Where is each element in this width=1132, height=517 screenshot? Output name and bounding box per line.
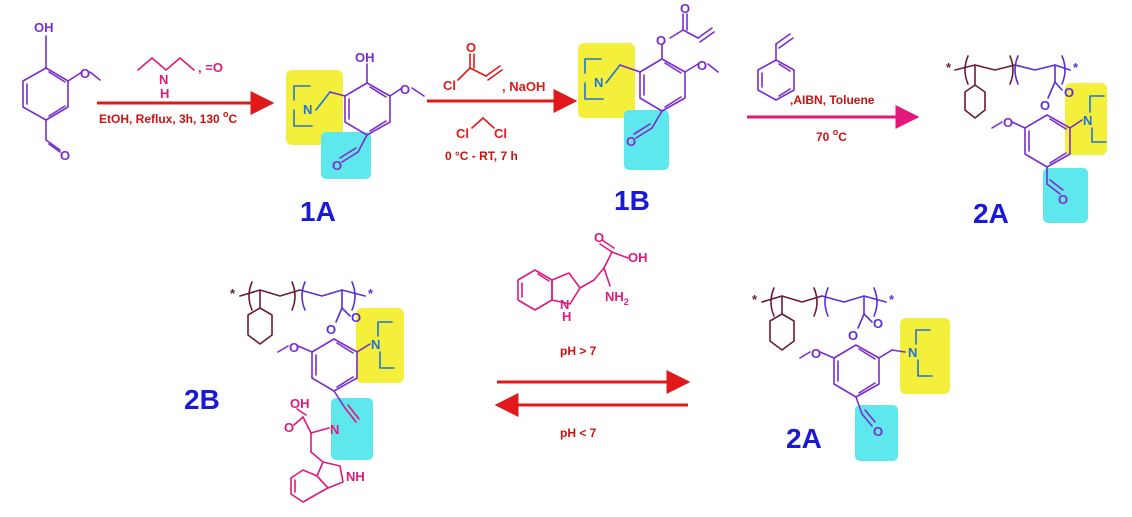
compound-2a-top-label: 2A	[973, 198, 1009, 229]
vanillin-aldehyde-oxygen: O	[60, 148, 70, 163]
chain-end-star-right-2b: *	[368, 286, 374, 301]
methoxy-oxygen-1a: O	[400, 82, 410, 97]
step2-conditions: 0 °C - RT, 7 h	[445, 149, 518, 163]
ester-oxygen-2a-top: O	[1040, 98, 1050, 113]
carbonyl-oxygen-2b: O	[351, 310, 361, 325]
trp-hydroxyl: OH	[628, 250, 648, 265]
chain-end-star-left-2b: *	[230, 286, 236, 301]
aldehyde-oxygen-2a-top: O	[1058, 192, 1068, 207]
carbonyl-oxygen-2a-top: O	[1064, 85, 1074, 100]
compound-1b-structure: N O O O O	[578, 1, 719, 170]
step1-conditions: EtOH, Reflux, 3h, 130 oC	[99, 109, 238, 126]
carbonyl-oxygen-2a-bottom: O	[873, 316, 883, 331]
imine-highlight-2b	[331, 398, 373, 460]
chain-end-star-right-2a-bottom: *	[889, 292, 895, 307]
step3-conditions-top: ,AIBN, Toluene	[790, 93, 875, 107]
acid-carbonyl-oxygen-2b: O	[284, 420, 294, 435]
methoxy-oxygen-2a-top: O	[1003, 115, 1013, 130]
styrene-structure	[757, 33, 795, 101]
diethylamine-hydrogen: H	[160, 86, 169, 101]
carbonyl-oxygen-1b: O	[680, 1, 690, 16]
amine-nitrogen-1a: N	[303, 102, 312, 117]
dichloromethane: Cl Cl	[456, 117, 507, 141]
amine-nitrogen-2b: N	[371, 337, 380, 352]
polymer-2b-structure: * * O O N O N OH O	[230, 281, 404, 503]
compound-1a-label: 1A	[300, 196, 336, 227]
step3-conditions-bottom: 70 oC	[816, 127, 847, 144]
aldehyde-oxygen-1b: O	[626, 134, 636, 149]
tryptophan-structure: H N O OH NH2	[517, 230, 648, 324]
indole-nh-2b: NH	[346, 469, 365, 484]
amine-nitrogen-2a-bottom: N	[908, 345, 917, 360]
vanillin-hydroxyl: OH	[34, 20, 54, 35]
forward-condition: pH > 7	[560, 344, 597, 358]
imine-nitrogen-2b: N	[330, 422, 339, 437]
ester-oxygen-1b: O	[656, 33, 666, 48]
vanillin-structure: OH O O	[22, 20, 101, 163]
methoxy-oxygen-2b: O	[289, 340, 299, 355]
formaldehyde-label: , =O	[198, 60, 223, 75]
compound-2b-label: 2B	[184, 384, 220, 415]
diethylamine-nitrogen: N	[159, 72, 168, 87]
amine-highlight-2a-bottom	[900, 318, 950, 394]
amine-highlight-2b	[356, 308, 404, 383]
acid-hydroxyl-2b: OH	[290, 396, 310, 411]
aldehyde-highlight-1b	[624, 110, 669, 170]
step1-reagents: N H , =O	[137, 57, 223, 101]
compound-1b-label: 1B	[614, 185, 650, 216]
indole-nh-trp: H	[562, 309, 571, 324]
amine-nitrogen-1b: N	[594, 75, 603, 90]
ester-oxygen-2b: O	[326, 322, 336, 337]
vanillin-methoxy-oxygen: O	[80, 66, 90, 81]
acryloyl-chloride-oxygen: O	[466, 40, 476, 55]
compound-1a-structure: N OH O O	[286, 50, 425, 179]
amine-highlight-1b	[578, 43, 635, 118]
amine-nitrogen-2a-top: N	[1083, 113, 1092, 128]
compound-2a-bottom-label: 2A	[786, 423, 822, 454]
polymer-2a-bottom-structure: * * O O N O O	[752, 287, 950, 461]
aldehyde-highlight-2a-top	[1043, 168, 1088, 223]
amine-highlight-2a-top	[1065, 83, 1107, 155]
aldehyde-oxygen-2a-bottom: O	[873, 424, 883, 439]
reverse-condition: pH < 7	[560, 426, 597, 440]
methoxy-oxygen-2a-bottom: O	[811, 346, 821, 361]
indole-n-trp: N	[560, 297, 569, 312]
step2-reagents: Cl O , NaOH	[443, 40, 545, 94]
dcm-cl-right: Cl	[494, 126, 507, 141]
trp-carbonyl-oxygen: O	[594, 230, 604, 245]
phenol-hydroxyl-1a: OH	[355, 50, 375, 65]
chain-end-star-right-2a-top: *	[1073, 60, 1079, 75]
trp-amine: NH2	[605, 289, 629, 307]
chain-end-star-left-2a-top: *	[946, 60, 952, 75]
polymer-2a-top-structure: * * O O N O O	[946, 55, 1107, 223]
dcm-cl-left: Cl	[456, 126, 469, 141]
chain-end-star-left-2a-bottom: *	[752, 292, 758, 307]
acryloyl-chloride-cl: Cl	[443, 78, 456, 93]
naoh-label: , NaOH	[502, 79, 545, 94]
aldehyde-oxygen-1a: O	[332, 158, 342, 173]
aldehyde-highlight-1a	[321, 132, 371, 179]
methoxy-oxygen-1b: O	[697, 58, 707, 73]
ester-oxygen-2a-bottom: O	[848, 328, 858, 343]
